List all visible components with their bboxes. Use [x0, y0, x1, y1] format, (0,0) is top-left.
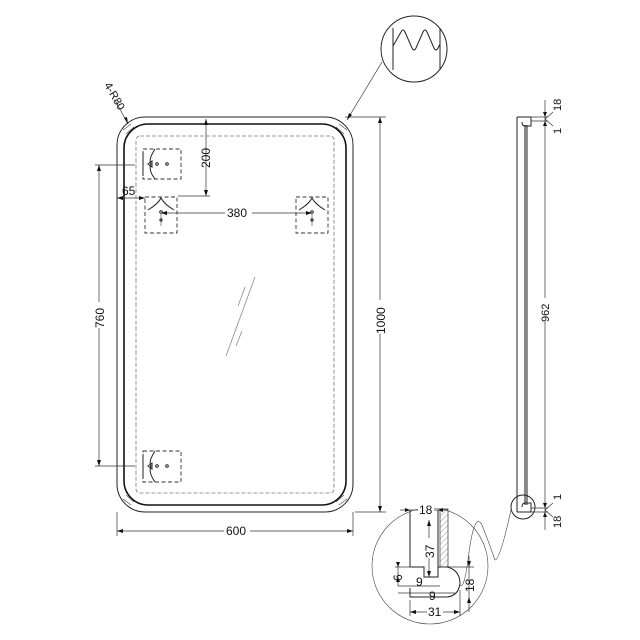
bracket-top-middle-left [144, 196, 178, 234]
section-inner-width-b-label: 9 [429, 589, 436, 603]
section-right-height-label: 18 [463, 578, 477, 592]
radius-callout: 4-R80 [101, 81, 129, 125]
side-view: 18 1 962 1 18 [510, 99, 564, 530]
dim-bracket-spacing-h: 380 [161, 206, 312, 220]
dim-top-offset: 200 [178, 119, 213, 197]
height-label: 1000 [374, 307, 388, 334]
top-offset-label: 200 [199, 148, 213, 168]
texture-detail-circle [380, 15, 448, 83]
bracket-bottom-left [142, 450, 182, 483]
side-length-label: 962 [540, 304, 552, 322]
glass-hatch [439, 508, 449, 568]
glass-reflection [225, 276, 256, 357]
section-height-label: 37 [423, 544, 437, 558]
bracket-spacing-v-label: 760 [93, 308, 107, 328]
corner-marks [122, 123, 348, 506]
side-top-gap-label: 1 [552, 128, 564, 134]
bracket-spacing-h-label: 380 [227, 206, 247, 220]
bracket-top-middle-right [295, 196, 329, 234]
dim-bracket-spacing-v: 760 [92, 164, 135, 467]
dim-side-offset: 65 [117, 184, 145, 200]
section-step-height-label: 6 [391, 574, 405, 581]
mirror-outer-frame [116, 116, 354, 513]
section-inner-width-a-label: 9 [416, 575, 423, 589]
section-total-width-label: 31 [428, 605, 442, 619]
wave-profile [392, 29, 441, 51]
texture-detail [346, 15, 448, 121]
dim-height: 1000 [345, 116, 388, 513]
backplate-outline [135, 135, 335, 494]
side-top-thickness-label: 18 [552, 99, 564, 111]
width-label: 600 [226, 524, 246, 538]
glass-edge [524, 125, 527, 505]
radius-label: 4-R80 [101, 81, 126, 113]
side-bottom-thickness-label: 18 [552, 516, 564, 528]
side-offset-label: 65 [122, 184, 136, 198]
section-top-width-label: 18 [419, 503, 433, 517]
dim-width: 600 [116, 512, 354, 538]
front-view: 4-R80 200 65 380 [92, 81, 388, 538]
section-detail-marker [510, 494, 536, 520]
side-bottom-gap-label: 1 [552, 494, 564, 500]
detail-leader [459, 509, 512, 587]
bracket-top-left [142, 148, 182, 180]
mirror-inner-frame [123, 123, 347, 506]
section-detail: 18 37 6 9 9 18 31 [371, 503, 489, 625]
